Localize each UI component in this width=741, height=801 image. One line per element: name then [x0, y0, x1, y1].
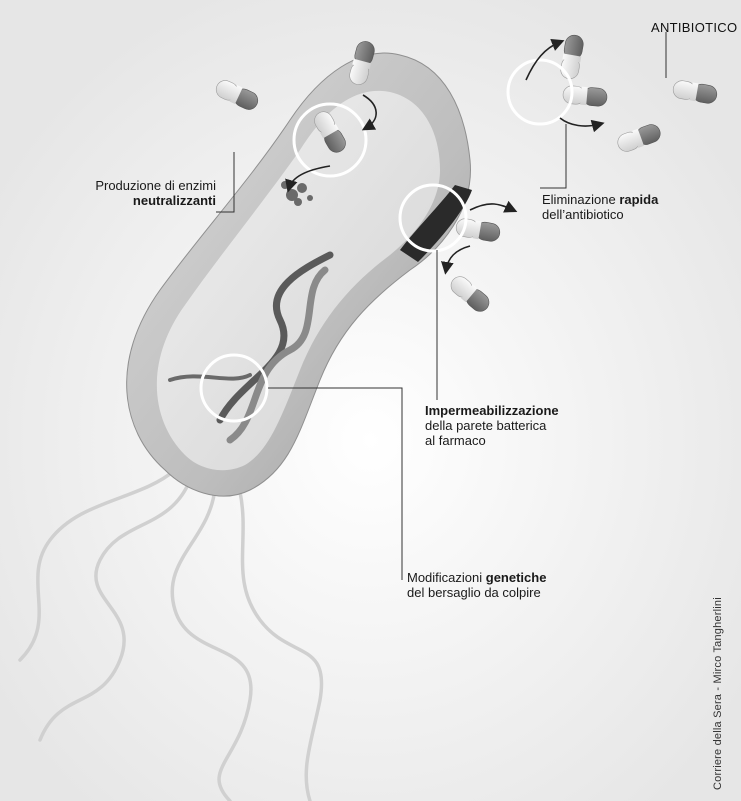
elimination-line1: Eliminazione rapida	[542, 192, 658, 207]
impermeab-line3: al farmaco	[425, 433, 559, 448]
enzymes-label: Produzione di enzimi neutralizzanti	[66, 178, 216, 208]
impermeab-line2: della parete batterica	[425, 418, 559, 433]
elimination-label: Eliminazione rapida dell’antibiotico	[542, 192, 658, 222]
antibiotic-label: ANTIBIOTICO	[651, 20, 737, 35]
impermeabilization-label: Impermeabilizzazione della parete batter…	[425, 403, 559, 448]
genetic-line2: del bersaglio da colpire	[407, 585, 546, 600]
enzymes-line1: Produzione di enzimi	[66, 178, 216, 193]
impermeab-line1: Impermeabilizzazione	[425, 403, 559, 418]
elimination-line2: dell’antibiotico	[542, 207, 658, 222]
enzymes-line2: neutralizzanti	[66, 193, 216, 208]
genetic-label: Modificazioni genetiche del bersaglio da…	[407, 570, 546, 600]
genetic-line1: Modificazioni genetiche	[407, 570, 546, 585]
credit-line: Corriere della Sera - Mirco Tangherlini	[712, 597, 724, 790]
